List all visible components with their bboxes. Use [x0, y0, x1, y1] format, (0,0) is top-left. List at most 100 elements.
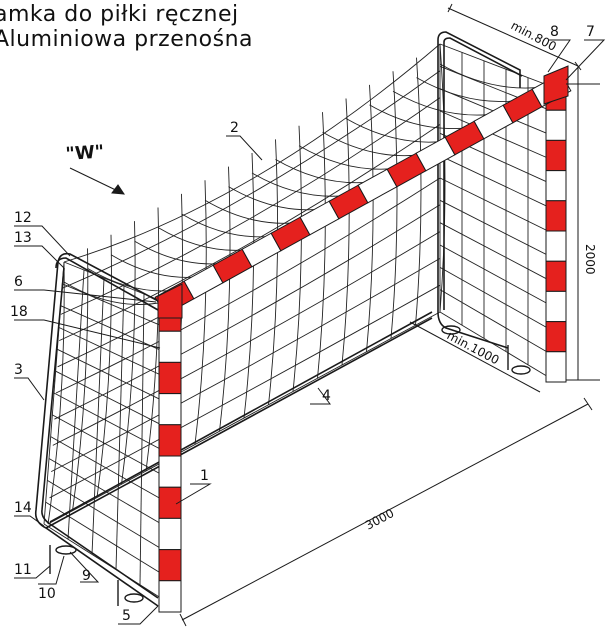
net-strand: [317, 112, 326, 379]
net-strand: [60, 97, 441, 315]
net-strand: [121, 221, 136, 485]
part-label-2: 2: [230, 120, 239, 136]
net-strand: [145, 207, 160, 472]
left-post-band: [158, 393, 182, 426]
net-strand: [366, 84, 374, 352]
dim-label-depth-bottom: min.1000: [445, 328, 502, 367]
net-strand: [96, 234, 112, 498]
net-strand: [341, 98, 350, 366]
part-label-5: 5: [122, 608, 131, 624]
right-post-band: [545, 230, 567, 262]
net-strand: [50, 436, 165, 502]
net-strand: [392, 90, 502, 116]
left-post: [158, 299, 182, 613]
net-strand: [47, 311, 441, 525]
net-strand: [194, 180, 207, 445]
net-strand: [390, 71, 398, 339]
right-post-band: [545, 109, 567, 141]
net-strand: [439, 43, 446, 313]
right-post-band: [545, 260, 567, 292]
net-strand: [53, 392, 165, 452]
right-post: [545, 79, 567, 383]
part-label-1: 1: [200, 468, 209, 484]
right-post-band: [545, 139, 567, 172]
net-strand: [268, 139, 279, 405]
right-post-band: [545, 351, 567, 383]
net-strand: [55, 177, 441, 394]
goal-frame-rear: [34, 31, 523, 607]
part-label-4: 4: [322, 388, 331, 404]
left-post-band: [158, 549, 182, 582]
net-strand: [49, 284, 441, 499]
part-label-13: 13: [14, 230, 32, 246]
drawing-title-line-2: Aluminiowa przenośna: [0, 27, 254, 52]
anchor-front-right: [511, 365, 531, 375]
ground-anchors: [49, 325, 531, 606]
net-strand: [322, 131, 430, 157]
net-strand: [416, 77, 526, 102]
net-strand: [181, 213, 285, 238]
net-strand: [43, 523, 165, 601]
net-strand: [63, 281, 165, 305]
anchor-front-left: [124, 593, 144, 603]
dim-line-depth-bottom: [409, 321, 541, 393]
goal-posts: [154, 65, 572, 613]
left-post-band: [158, 361, 182, 395]
net-strand: [415, 57, 422, 326]
part-label-11: 11: [14, 562, 32, 578]
net-strand: [47, 479, 165, 551]
dimension-lines: [69, 3, 600, 627]
drawing-title-line-1: amka do piłki ręcznej: [0, 2, 239, 27]
net-strand: [439, 222, 551, 282]
dim-label-height: 2000: [583, 244, 597, 275]
net-strand: [439, 289, 551, 355]
left-post-band: [158, 330, 182, 363]
net-strand: [439, 266, 551, 330]
net-strand: [50, 258, 441, 472]
anchor-rear-right: [441, 325, 461, 335]
net-strand: [60, 305, 165, 353]
net-strand: [63, 43, 441, 263]
left-post-band: [158, 424, 182, 457]
part-label-3: 3: [14, 362, 23, 378]
part-label-10: 10: [38, 586, 56, 602]
right-post-band: [545, 290, 567, 323]
part-label-9: 9: [82, 568, 91, 584]
left-post-band: [158, 517, 182, 551]
net-strand: [72, 248, 89, 511]
part-label-7: 7: [586, 24, 595, 40]
net-strand: [439, 311, 551, 379]
net-strand: [251, 172, 358, 197]
net-strand: [298, 145, 406, 170]
net-strand: [62, 70, 441, 289]
net-strand: [228, 186, 333, 211]
left-post-band: [158, 455, 182, 488]
net-strand: [204, 199, 309, 224]
net-strand: [57, 348, 165, 402]
right-post-band: [545, 321, 567, 353]
net-strand: [439, 244, 551, 306]
net-strand: [243, 152, 255, 419]
net-strand: [439, 110, 551, 160]
right-post-band: [545, 200, 567, 232]
left-post-band: [158, 580, 182, 613]
net-strand: [52, 231, 441, 446]
net-strand: [48, 458, 165, 526]
part-label-6: 6: [14, 274, 23, 290]
crossbar: [154, 72, 572, 316]
part-label-18: 18: [10, 304, 28, 320]
corner-joint-right: [543, 65, 569, 105]
net-strand: [62, 283, 165, 328]
net-strand: [439, 43, 551, 87]
net-strand: [157, 227, 261, 251]
right-rear-support: [437, 31, 521, 349]
net-strand: [54, 204, 441, 420]
net-strand: [219, 166, 231, 432]
part-label-12: 12: [14, 210, 32, 226]
part-label-14: 14: [14, 500, 32, 516]
right-post-band: [545, 170, 567, 202]
left-side-support: [34, 261, 159, 607]
corner-joint-left: [157, 283, 183, 319]
